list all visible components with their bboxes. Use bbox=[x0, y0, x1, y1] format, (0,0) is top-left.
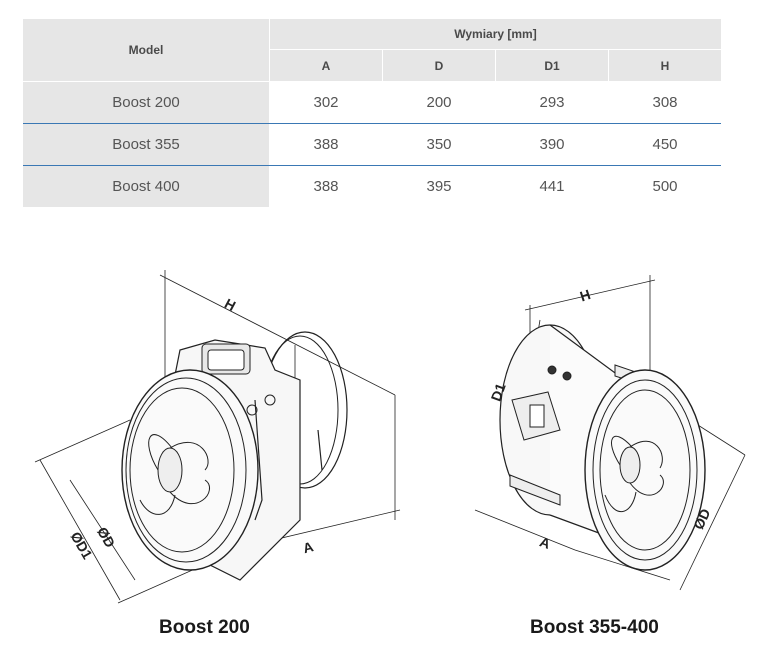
model-column-header: Model bbox=[23, 19, 269, 81]
table-cell: 388 bbox=[313, 136, 339, 153]
table-cell: 390 bbox=[539, 136, 565, 153]
dim-label-d1: D1 bbox=[488, 381, 509, 403]
table-cell: 450 bbox=[652, 136, 678, 153]
table-cell: 350 bbox=[426, 136, 452, 153]
table-cell: 395 bbox=[426, 178, 452, 195]
table-row-model: Boost 355 bbox=[23, 124, 269, 165]
table-cell: 293 bbox=[539, 94, 565, 111]
column-header-d1: D1 bbox=[496, 50, 608, 81]
drawing-caption: Boost 355-400 bbox=[530, 617, 659, 638]
dimensions-group-header: Wymiary [mm] bbox=[270, 19, 721, 49]
dim-label-h: H bbox=[578, 286, 593, 304]
table-cell: 388 bbox=[313, 178, 339, 195]
dim-label-d1: ØD1 bbox=[67, 529, 95, 562]
table-cell: 200 bbox=[426, 94, 452, 111]
dim-label-h: H bbox=[222, 295, 238, 314]
dim-label-d: ØD bbox=[94, 524, 118, 550]
row-divider bbox=[23, 165, 721, 166]
row-divider bbox=[23, 123, 721, 124]
column-header-a: A bbox=[270, 50, 382, 81]
table-cell: 500 bbox=[652, 178, 678, 195]
table-row-model: Boost 200 bbox=[23, 82, 269, 123]
dim-label-a: A bbox=[301, 538, 315, 556]
column-header-d: D bbox=[383, 50, 495, 81]
table-cell: 302 bbox=[313, 94, 339, 111]
table-cell: 441 bbox=[539, 178, 565, 195]
dimensions-table: Model Wymiary [mm] A D D1 H Boost 200 30… bbox=[23, 19, 721, 207]
boost-200-drawing: H A ØD ØD1 bbox=[34, 270, 401, 604]
table-row-model: Boost 400 bbox=[23, 166, 269, 207]
drawing-caption: Boost 200 bbox=[159, 617, 250, 638]
boost-355-400-drawing: H D1 A ØD bbox=[474, 275, 746, 591]
table-cell: 308 bbox=[652, 94, 678, 111]
column-header-h: H bbox=[609, 50, 721, 81]
